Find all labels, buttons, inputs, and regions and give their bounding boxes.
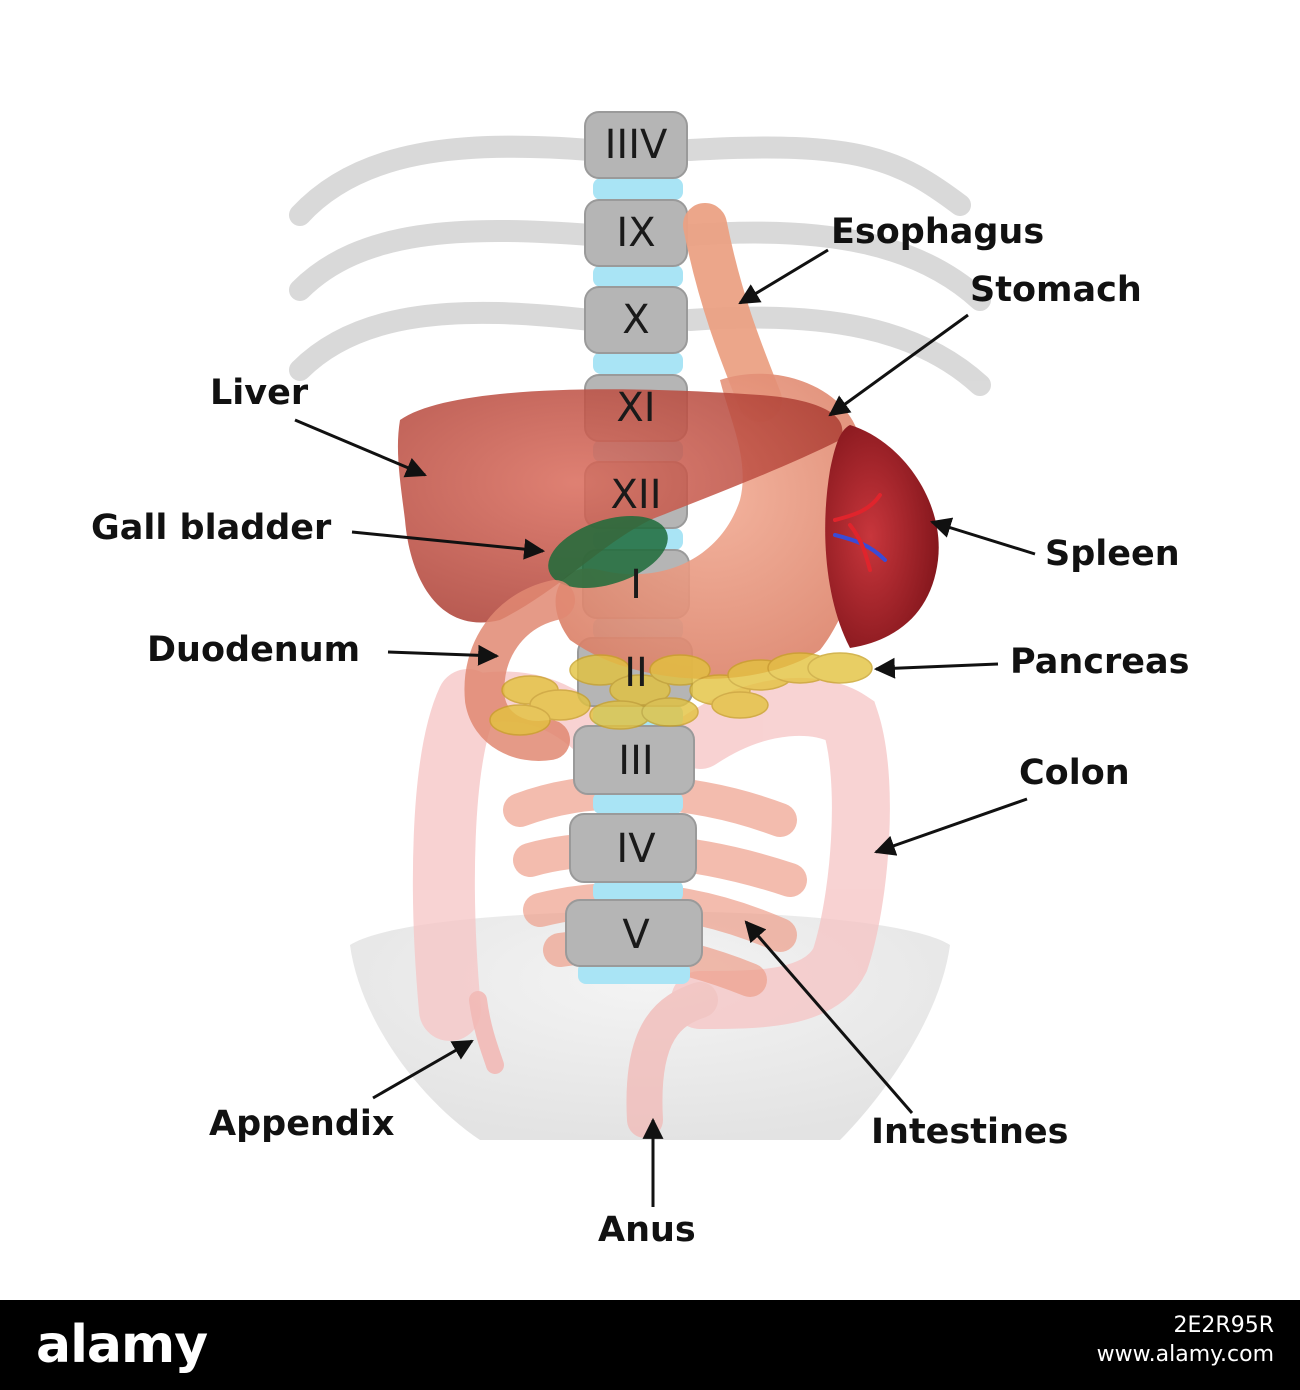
vertebra-10	[584, 286, 688, 354]
gall-bladder	[548, 516, 668, 588]
rib	[289, 219, 601, 301]
rib	[289, 135, 601, 226]
vertebra-label-9: IX	[616, 210, 655, 256]
arrow-esophagus	[738, 248, 829, 305]
vertebra-labels: IIIV IX X XI XII I II III IV V	[605, 122, 668, 958]
liver	[397, 389, 843, 623]
stock-url: www.alamy.com	[1096, 1341, 1274, 1367]
disc	[593, 880, 683, 902]
label-stomach: Stomach	[970, 270, 1142, 310]
stock-logo: alamy	[36, 1315, 208, 1375]
label-intestines: Intestines	[871, 1112, 1069, 1152]
stock-image-id: 2E2R95R	[1173, 1313, 1274, 1338]
label-spleen: Spleen	[1045, 534, 1180, 574]
arrow-colon	[874, 797, 1028, 856]
disc	[578, 962, 690, 984]
label-pancreas: Pancreas	[1010, 642, 1190, 682]
label-colon: Colon	[1019, 753, 1130, 793]
rib	[289, 301, 601, 381]
disc	[593, 352, 683, 374]
arrow-appendix	[372, 1039, 474, 1100]
spleen-vessels	[833, 493, 887, 572]
stock-image-info: 2E2R95R www.alamy.com	[974, 1312, 1274, 1369]
vertebra-L5	[565, 899, 703, 967]
vertebra-label-L3: III	[618, 738, 653, 784]
leader-arrows	[294, 248, 1036, 1207]
stock-footer-bar: alamy 2E2R95R www.alamy.com	[0, 1300, 1300, 1390]
disc	[593, 265, 683, 287]
vertebra-L4	[569, 813, 697, 883]
disc	[593, 178, 683, 200]
label-duodenum: Duodenum	[147, 630, 361, 670]
arrow-intestines	[744, 920, 914, 1114]
vertebra-8	[584, 111, 688, 179]
appendix	[469, 991, 504, 1074]
disc	[593, 792, 683, 814]
diagram-canvas: IIIV IX X XI XII I II III IV V Esophagus…	[91, 111, 1190, 1250]
arrow-stomach	[828, 313, 969, 417]
label-esophagus: Esophagus	[831, 212, 1045, 252]
anatomy-illustration: IIIV IX X XI XII I II III IV V	[289, 111, 1036, 1207]
arrow-liver	[294, 418, 427, 478]
vertebra-label-L4: IV	[616, 826, 656, 872]
vertebra-label-L2: II	[624, 650, 648, 696]
spleen	[825, 425, 939, 648]
rib	[679, 136, 971, 216]
rib	[679, 221, 991, 311]
label-anus: Anus	[598, 1210, 696, 1250]
label-liver: Liver	[210, 373, 309, 413]
vertebra-label-12: XII	[611, 472, 662, 518]
stock-logo-text: alamy	[36, 1315, 207, 1375]
arrow-duodenum	[387, 644, 500, 666]
vertebra-label-L1: I	[630, 562, 642, 608]
pancreas	[489, 652, 873, 736]
arrow-spleen	[929, 517, 1036, 556]
arrow-pancreas	[873, 657, 999, 679]
vertebra-label-10: X	[622, 297, 649, 343]
label-appendix: Appendix	[209, 1104, 395, 1144]
arrow-gall-bladder	[351, 530, 546, 560]
vertebra-label-L5: V	[622, 912, 650, 958]
duodenum	[464, 580, 575, 761]
label-gall-bladder: Gall bladder	[91, 508, 332, 548]
vertebra-label-11: XI	[616, 385, 655, 431]
vertebra-label-8: IIIV	[605, 122, 668, 168]
